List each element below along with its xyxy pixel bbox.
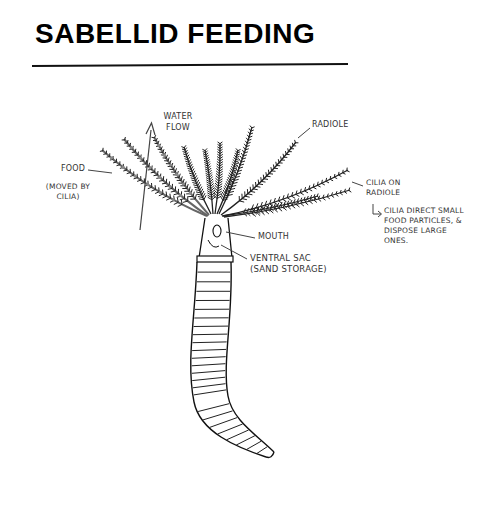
part-label: WATER FLOW <box>158 112 198 134</box>
food-particle <box>182 182 185 185</box>
bent-arrow-symbol <box>373 204 382 217</box>
food-particle <box>163 154 166 157</box>
body-segments <box>192 272 268 453</box>
pinnules <box>202 148 215 199</box>
food-particle <box>122 166 125 169</box>
food-particle <box>134 175 137 178</box>
arrow-head <box>146 123 155 135</box>
title-underline <box>32 64 348 66</box>
pinnules <box>243 194 319 217</box>
food-particle <box>149 166 152 169</box>
pinnules <box>214 142 223 199</box>
title: SABELLID FEEDING <box>35 18 315 50</box>
part-label: VENTRAL SAC (SAND STORAGE) <box>250 253 338 276</box>
pinnules <box>239 140 298 202</box>
ventral-sac <box>208 240 219 247</box>
body-outline <box>226 262 274 452</box>
leader-line <box>352 182 363 186</box>
food-particle <box>189 192 192 195</box>
food-particle <box>158 176 161 179</box>
radiole-stem <box>222 196 318 216</box>
part-label: CILIA ON RADIOLE <box>366 178 426 198</box>
tail-tip <box>266 452 274 457</box>
part-label: FOOD <box>61 164 85 175</box>
leader-line <box>298 128 310 138</box>
radiole-stem <box>154 137 209 215</box>
radiole-stem <box>124 139 208 216</box>
pinnules <box>181 145 206 200</box>
leader-line <box>221 245 247 259</box>
part-label: CILIA DIRECT SMALL FOOD PARTICLES, & DIS… <box>384 206 464 247</box>
collar-band <box>197 256 233 262</box>
collar <box>199 218 232 258</box>
food-particle <box>110 157 113 160</box>
food-particle <box>130 146 133 149</box>
food-particle <box>159 191 162 194</box>
radioles <box>100 126 351 218</box>
food-particle <box>169 164 172 167</box>
part-label: RADIOLE <box>312 120 348 131</box>
water-flow-arrow <box>140 130 151 230</box>
pinnules <box>252 168 350 213</box>
mouth <box>213 225 221 237</box>
part-label: (MOVED BY CILIA) <box>38 182 98 202</box>
food-particle <box>179 194 182 197</box>
food-particle <box>146 183 149 186</box>
radiole-stem <box>102 150 207 216</box>
pinnules <box>122 137 188 202</box>
food-particle <box>169 185 172 188</box>
leader-line <box>226 232 255 238</box>
pinnules <box>100 148 182 207</box>
radiole-stem <box>219 127 252 214</box>
food-particle <box>175 173 178 176</box>
pinnules <box>226 126 255 196</box>
food-particle <box>157 144 160 147</box>
leader-line <box>88 170 112 173</box>
food-particle <box>172 198 175 201</box>
part-label: MOUTH <box>258 232 289 243</box>
food-particle <box>139 156 142 159</box>
